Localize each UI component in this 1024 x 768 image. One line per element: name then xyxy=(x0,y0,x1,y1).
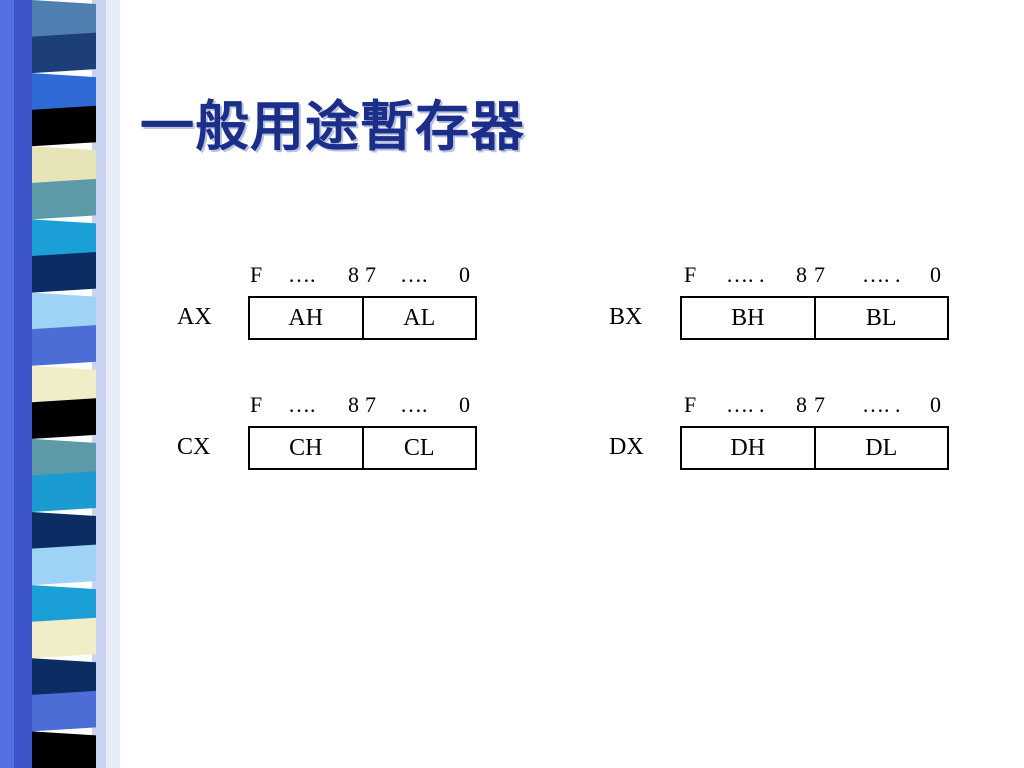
register-low-byte: AL xyxy=(361,298,476,338)
register-name: BX xyxy=(609,304,643,330)
bit-dots-high: …. . xyxy=(726,392,765,417)
sidebar-stripe xyxy=(32,658,96,699)
bit-8: 8 xyxy=(348,262,359,287)
sidebar-stripe xyxy=(32,219,96,260)
sidebar-stripe xyxy=(32,32,96,74)
register-name: DX xyxy=(609,434,644,460)
register-low-byte: DL xyxy=(813,428,948,468)
bit-dots-high: …. . xyxy=(726,262,765,287)
sidebar-stripe xyxy=(32,690,96,732)
bit-labels: F …. 8 7 …. 0 xyxy=(250,262,480,290)
register-high-byte: BH xyxy=(731,304,765,331)
slide-title: 一般用途暫存器 xyxy=(140,95,525,158)
sidebar-stripe xyxy=(32,617,96,659)
register-cx: F …. 8 7 …. 0 CX CH CL xyxy=(175,392,485,472)
stripe-pattern xyxy=(0,0,120,768)
register-ax: F …. 8 7 …. 0 AX AH AL xyxy=(175,262,485,342)
sidebar-stripe xyxy=(32,0,96,41)
bit-dots-low: …. xyxy=(400,262,428,287)
bit-dots-low: …. xyxy=(400,392,428,417)
sidebar-glow xyxy=(106,0,120,768)
sidebar-stripe xyxy=(32,252,96,293)
bit-f: F xyxy=(250,262,263,287)
bit-7: 7 xyxy=(365,392,376,417)
register-low-byte: CL xyxy=(361,428,476,468)
bit-dots-high: …. xyxy=(288,392,316,417)
bit-0: 0 xyxy=(459,392,470,417)
bit-labels: F …. 8 7 …. 0 xyxy=(250,392,480,420)
sidebar-stripe xyxy=(32,731,96,768)
register-high-byte: DH xyxy=(730,434,766,461)
bit-f: F xyxy=(250,392,263,417)
decorative-sidebar xyxy=(0,0,120,768)
sidebar-stripe xyxy=(32,325,96,366)
sidebar-stripe xyxy=(32,544,96,586)
bit-0: 0 xyxy=(930,392,941,417)
bit-f: F xyxy=(684,392,697,417)
sidebar-stripe xyxy=(32,512,96,553)
register-bx: F …. . 8 7 …. . 0 BX BH BL xyxy=(607,262,952,342)
sidebar-stripe xyxy=(32,178,96,220)
bit-8: 8 xyxy=(348,392,359,417)
sidebar-stripe xyxy=(32,365,96,407)
bit-labels: F …. . 8 7 …. . 0 xyxy=(684,392,949,420)
register-name: AX xyxy=(177,304,212,330)
bit-f: F xyxy=(684,262,697,287)
sidebar-stripe xyxy=(32,73,96,114)
bit-0: 0 xyxy=(930,262,941,287)
register-box: BH BL xyxy=(680,296,949,340)
register-dx: F …. . 8 7 …. . 0 DX DH DL xyxy=(607,392,952,472)
register-high-byte: CH xyxy=(289,434,323,461)
sidebar-stripe xyxy=(32,292,96,334)
bit-7: 7 xyxy=(814,262,825,287)
sidebar-stripe xyxy=(32,585,96,626)
bit-7: 7 xyxy=(814,392,825,417)
bit-dots-high: …. xyxy=(288,262,316,287)
sidebar-stripe xyxy=(32,146,96,187)
bit-8: 8 xyxy=(796,392,807,417)
sidebar-stripe xyxy=(32,398,96,439)
sidebar-stripe xyxy=(32,438,96,480)
sidebar-stripe xyxy=(32,105,96,147)
bit-dots-low: …. . xyxy=(862,392,901,417)
register-box: CH CL xyxy=(248,426,477,470)
bit-7: 7 xyxy=(365,262,376,287)
register-box: DH DL xyxy=(680,426,949,470)
sidebar-stripe xyxy=(32,471,96,512)
bit-0: 0 xyxy=(459,262,470,287)
register-box: AH AL xyxy=(248,296,477,340)
bit-labels: F …. . 8 7 …. . 0 xyxy=(684,262,949,290)
register-name: CX xyxy=(177,434,211,460)
register-high-byte: AH xyxy=(288,304,324,331)
sidebar-band xyxy=(0,0,14,768)
bit-8: 8 xyxy=(796,262,807,287)
bit-dots-low: …. . xyxy=(862,262,901,287)
register-low-byte: BL xyxy=(813,298,948,338)
